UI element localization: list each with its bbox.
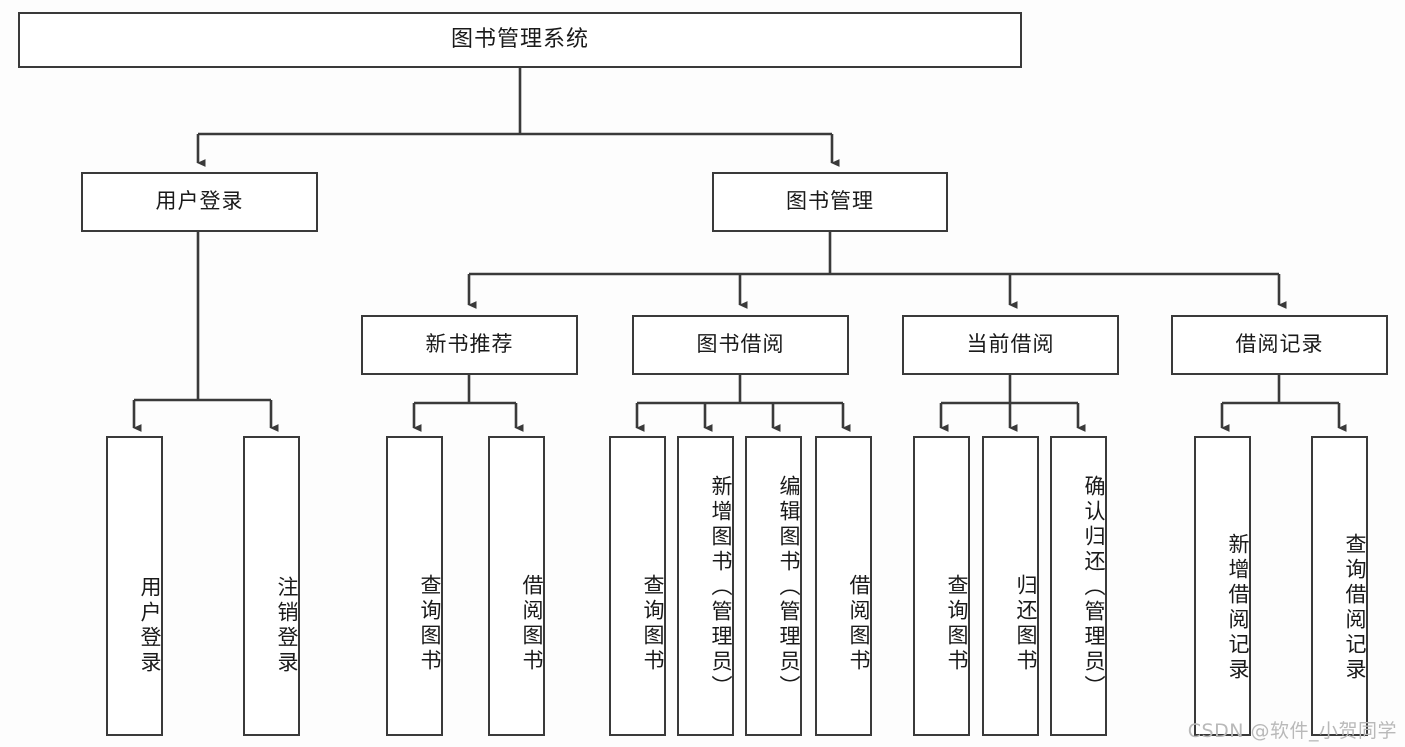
leaf-book-borrow-add[interactable]: 新增图书（管理员） <box>677 436 734 736</box>
leaf-user-login-logout[interactable]: 注销登录 <box>243 436 300 736</box>
node-current-borrow[interactable]: 当前借阅 <box>902 315 1119 375</box>
leaf-new-book-query[interactable]: 查询图书 <box>386 436 443 736</box>
leaf-borrow-record-query[interactable]: 查询借阅记录 <box>1311 436 1368 736</box>
node-borrow-record[interactable]: 借阅记录 <box>1171 315 1388 375</box>
leaf-borrow-record-add[interactable]: 新增借阅记录 <box>1194 436 1251 736</box>
node-book-management[interactable]: 图书管理 <box>712 172 948 232</box>
leaf-current-borrow-confirm-return[interactable]: 确认归还（管理员） <box>1050 436 1107 736</box>
node-root-system[interactable]: 图书管理系统 <box>18 12 1022 68</box>
leaf-book-borrow-edit[interactable]: 编辑图书（管理员） <box>745 436 802 736</box>
node-new-book-recommend[interactable]: 新书推荐 <box>361 315 578 375</box>
leaf-new-book-borrow[interactable]: 借阅图书 <box>488 436 545 736</box>
leaf-current-borrow-return[interactable]: 归还图书 <box>982 436 1039 736</box>
node-user-login[interactable]: 用户登录 <box>81 172 318 232</box>
leaf-user-login-login[interactable]: 用户登录 <box>106 436 163 736</box>
leaf-current-borrow-query[interactable]: 查询图书 <box>913 436 970 736</box>
node-book-borrow[interactable]: 图书借阅 <box>632 315 849 375</box>
watermark-text: CSDN @软件_小贺同学 <box>1187 720 1397 742</box>
leaf-book-borrow-query[interactable]: 查询图书 <box>609 436 666 736</box>
leaf-book-borrow-borrow[interactable]: 借阅图书 <box>815 436 872 736</box>
